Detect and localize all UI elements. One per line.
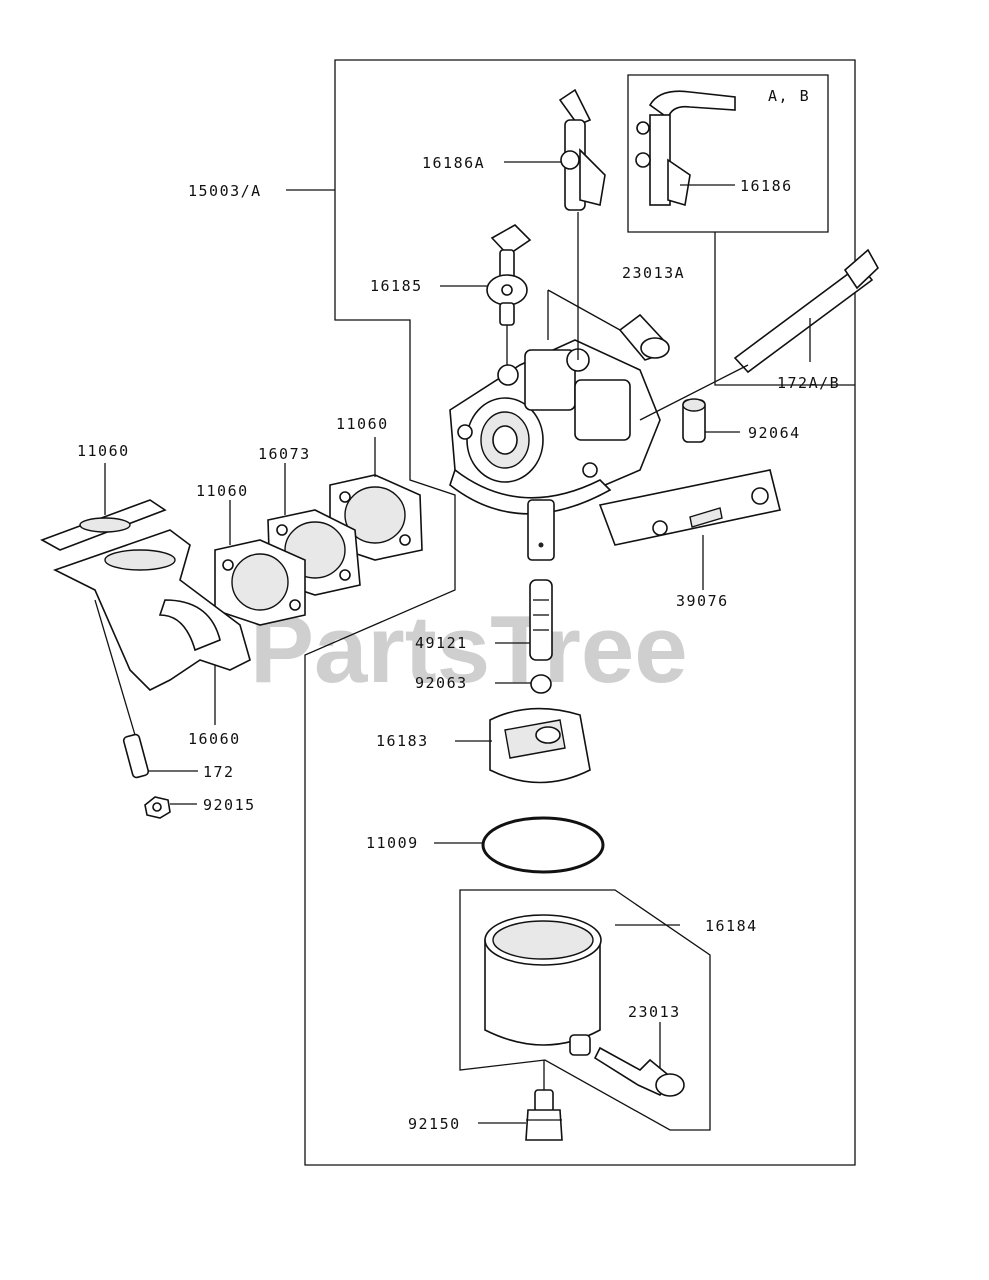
label-assembly-15003A: 15003/A — [188, 182, 262, 200]
label-16060: 16060 — [188, 730, 241, 748]
label-16186: 16186 — [740, 177, 793, 195]
choke-lever-16186A — [558, 88, 606, 360]
float-bowl-subassembly-outline — [459, 889, 711, 1131]
label-172: 172 — [203, 763, 235, 781]
label-172AB: 172A/B — [777, 374, 840, 392]
label-39076: 39076 — [676, 592, 729, 610]
throttle-lever-16185 — [486, 224, 532, 365]
plug-92064 — [682, 398, 740, 443]
inset-connector — [714, 232, 855, 386]
float-bowl-16184 — [484, 914, 680, 1056]
assembly-outline — [304, 59, 856, 1166]
label-16184: 16184 — [705, 917, 758, 935]
label-inset-variant: A, B — [768, 87, 810, 105]
screw-23013A — [547, 289, 670, 361]
gasket-11060-a — [40, 463, 167, 551]
drain-screw-92150 — [478, 1060, 563, 1141]
label-92150: 92150 — [408, 1115, 461, 1133]
screw-23013 — [593, 1022, 685, 1097]
watermark: PartsTree — [250, 596, 688, 703]
label-92063: 92063 — [415, 674, 468, 692]
o-ring-11009 — [434, 816, 605, 874]
intake-manifold-16060 — [52, 529, 251, 725]
label-16183: 16183 — [376, 732, 429, 750]
nut-92015 — [144, 796, 197, 819]
label-23013A: 23013A — [622, 264, 685, 282]
label-11060-c: 11060 — [336, 415, 389, 433]
float-16183 — [455, 707, 591, 784]
label-92064: 92064 — [748, 424, 801, 442]
label-11060-a: 11060 — [77, 442, 130, 460]
inset-box — [627, 74, 829, 233]
label-49121: 49121 — [415, 634, 468, 652]
label-11060-b: 11060 — [196, 482, 249, 500]
label-23013: 23013 — [628, 1003, 681, 1021]
needle-49121 — [495, 579, 553, 661]
label-16186A: 16186A — [422, 154, 485, 172]
label-16185: 16185 — [370, 277, 423, 295]
carburetor-body — [449, 339, 661, 561]
stud-172 — [94, 599, 198, 779]
label-92015: 92015 — [203, 796, 256, 814]
jet-plate-39076 — [598, 469, 781, 590]
label-11009: 11009 — [366, 834, 419, 852]
gasket-11060-b — [214, 500, 306, 626]
pilot-screw-172AB — [639, 248, 879, 421]
plug-92063 — [495, 674, 552, 694]
label-16073: 16073 — [258, 445, 311, 463]
choke-lever-16186 — [635, 90, 736, 207]
